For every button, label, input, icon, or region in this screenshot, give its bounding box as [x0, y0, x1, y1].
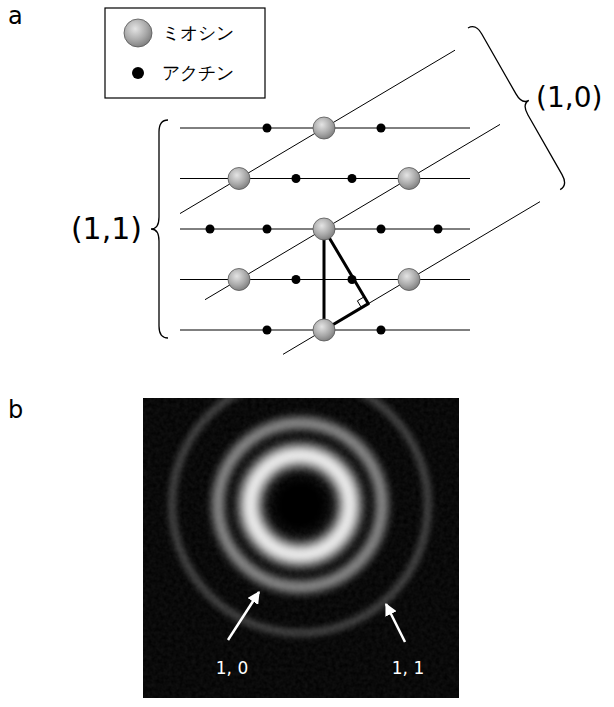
- legend-text: ミオシン: [162, 24, 234, 42]
- panel-letter: a: [8, 4, 23, 28]
- lattice-plane-11: [180, 128, 470, 330]
- actin-dot: [377, 326, 386, 335]
- diffraction-image: [143, 398, 459, 698]
- spacing-triangle: [324, 229, 368, 330]
- actin-dot: [292, 275, 301, 284]
- myosin-swatch: [124, 19, 152, 47]
- reflection-label: 1, 1: [392, 660, 424, 677]
- lattice-line: [205, 124, 500, 299]
- legend-box: [105, 8, 265, 98]
- actin-dot: [377, 124, 386, 133]
- myosin-circle: [228, 168, 250, 190]
- actin-dot: [263, 326, 272, 335]
- myosin-circle: [313, 319, 335, 341]
- myosin-circle: [313, 218, 335, 240]
- actin-dot: [292, 174, 301, 183]
- actin-dot: [206, 225, 215, 234]
- plane-index: (1,0): [536, 84, 602, 112]
- actin-dot: [348, 174, 357, 183]
- actin-filaments: [206, 124, 443, 335]
- reflection-label: 1, 0: [216, 660, 248, 677]
- plane-index: (1,1): [71, 214, 142, 244]
- actin-dot: [377, 225, 386, 234]
- myosin-circle: [228, 269, 250, 291]
- pointer-arrow: [228, 592, 259, 640]
- pointer-arrow: [386, 604, 405, 642]
- myosin-circle: [313, 117, 335, 139]
- panel-letter: b: [8, 398, 23, 422]
- bracket-11: [151, 120, 168, 338]
- myosin-filaments: [228, 117, 420, 341]
- actin-dot: [263, 225, 272, 234]
- right-angle-mark: [357, 297, 364, 308]
- triangle-outline: [324, 229, 368, 330]
- actin-dot: [434, 225, 443, 234]
- actin-swatch: [132, 67, 144, 79]
- lattice-line: [180, 178, 470, 179]
- myosin-circle: [398, 269, 420, 291]
- actin-dot: [348, 275, 357, 284]
- lattice-plane-10: [180, 50, 540, 354]
- myosin-circle: [398, 168, 420, 190]
- lattice-line: [283, 202, 540, 355]
- legend-text: アクチン: [162, 64, 234, 82]
- actin-dot: [263, 124, 272, 133]
